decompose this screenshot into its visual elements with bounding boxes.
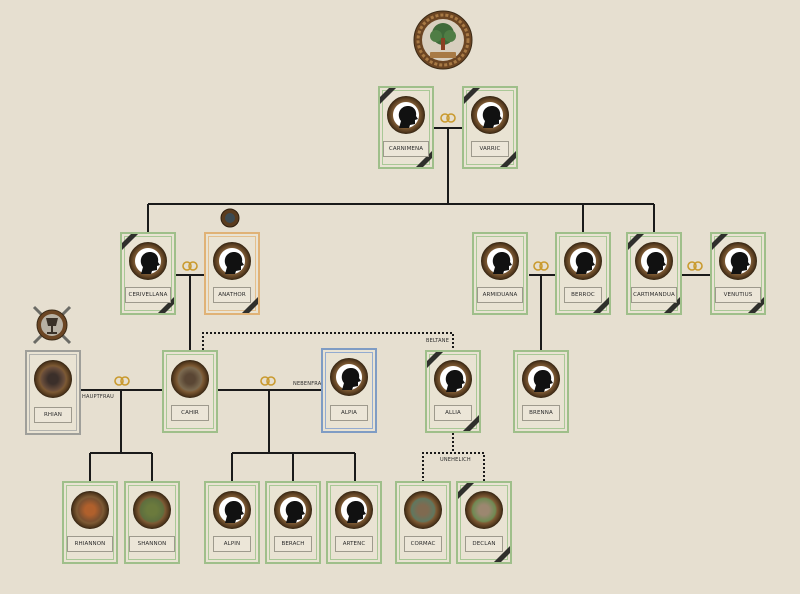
relation-label-beltane: BELTANE [426, 338, 450, 344]
person-card-declan[interactable]: DECLAN [456, 481, 512, 564]
person-card-varric[interactable]: VARRIC [462, 86, 518, 169]
portrait [335, 491, 373, 529]
head-silhouette-icon [445, 370, 465, 392]
portrait-photo [465, 491, 503, 529]
head-silhouette-icon [224, 501, 244, 523]
portrait [564, 242, 602, 280]
person-card-alpia[interactable]: ALPIA [321, 348, 377, 433]
person-name: BERROC [564, 287, 602, 303]
person-name: ARTENC [335, 536, 373, 552]
person-name: BRENNA [522, 405, 560, 421]
person-name: CARNIMENA [383, 141, 429, 157]
portrait-photo [404, 491, 442, 529]
unehelich-line [422, 452, 485, 482]
person-name: RHIANNON [67, 536, 113, 552]
person-card-cormac[interactable]: CORMAC [395, 481, 451, 564]
person-name: CARTIMANDUA [631, 287, 677, 303]
person-name: CORMAC [404, 536, 442, 552]
portrait [330, 358, 368, 396]
person-card-anathor[interactable]: ANATHOR [204, 232, 260, 315]
portrait [129, 242, 167, 280]
person-name: CERIVELLANA [125, 287, 171, 303]
wedding-rings-icon [182, 261, 198, 271]
person-card-cerivellana[interactable]: CERIVELLANA [120, 232, 176, 315]
person-name: BERACH [274, 536, 312, 552]
wedding-rings-icon [260, 376, 276, 386]
portrait [522, 360, 560, 398]
wedding-rings-icon [114, 376, 130, 386]
person-name: VARRIC [471, 141, 509, 157]
head-silhouette-icon [285, 501, 305, 523]
person-card-armiduana[interactable]: ARMIDUANA [472, 232, 528, 315]
person-name: ALPIN [213, 536, 251, 552]
portrait [719, 242, 757, 280]
tree-of-life-emblem [413, 10, 473, 70]
wedding-rings-icon [533, 261, 549, 271]
head-silhouette-icon [482, 106, 502, 128]
head-silhouette-icon [398, 106, 418, 128]
head-silhouette-icon [492, 252, 512, 274]
person-card-allia[interactable]: ALLIA [425, 350, 481, 433]
person-card-carnimena[interactable]: CARNIMENA [378, 86, 434, 169]
person-name: SHANNON [129, 536, 175, 552]
person-card-berroc[interactable]: BERROC [555, 232, 611, 315]
portrait [274, 491, 312, 529]
person-card-venutius[interactable]: VENUTIUS [710, 232, 766, 315]
wedding-rings-icon [440, 113, 456, 123]
crossed-swords-chalice-emblem [30, 303, 74, 347]
person-name: ALPIA [330, 405, 368, 421]
relation-label-nebenfrau: NEBENFRAU [293, 381, 326, 387]
small-shield-emblem [220, 208, 240, 228]
portrait-photo [34, 360, 72, 398]
beltane-line [202, 332, 454, 350]
person-card-shannon[interactable]: SHANNON [124, 481, 180, 564]
person-card-cahir[interactable]: CAHIR [162, 350, 218, 433]
head-silhouette-icon [224, 252, 244, 274]
person-name: ANATHOR [213, 287, 251, 303]
portrait [434, 360, 472, 398]
head-silhouette-icon [575, 252, 595, 274]
portrait-photo [133, 491, 171, 529]
person-card-alpin[interactable]: ALPIN [204, 481, 260, 564]
portrait-photo [171, 360, 209, 398]
person-name: VENUTIUS [715, 287, 761, 303]
portrait [471, 96, 509, 134]
person-name: ARMIDUANA [477, 287, 523, 303]
head-silhouette-icon [341, 368, 361, 390]
person-name: RHIAN [34, 407, 72, 423]
wedding-rings-icon [687, 261, 703, 271]
portrait [387, 96, 425, 134]
relation-label-unehelich: UNEHELICH [440, 457, 471, 463]
head-silhouette-icon [140, 252, 160, 274]
portrait [635, 242, 673, 280]
relation-label-hauptfrau: HAUPTFRAU [82, 394, 114, 400]
head-silhouette-icon [646, 252, 666, 274]
person-card-rhiannon[interactable]: RHIANNON [62, 481, 118, 564]
person-card-berach[interactable]: BERACH [265, 481, 321, 564]
head-silhouette-icon [533, 370, 553, 392]
head-silhouette-icon [346, 501, 366, 523]
person-name: ALLIA [434, 405, 472, 421]
person-name: CAHIR [171, 405, 209, 421]
portrait [213, 242, 251, 280]
person-card-cartimandua[interactable]: CARTIMANDUA [626, 232, 682, 315]
portrait [213, 491, 251, 529]
person-name: DECLAN [465, 536, 503, 552]
person-card-rhian[interactable]: RHIAN [25, 350, 81, 435]
portrait-photo [71, 491, 109, 529]
portrait [481, 242, 519, 280]
person-card-artenc[interactable]: ARTENC [326, 481, 382, 564]
person-card-brenna[interactable]: BRENNA [513, 350, 569, 433]
head-silhouette-icon [730, 252, 750, 274]
